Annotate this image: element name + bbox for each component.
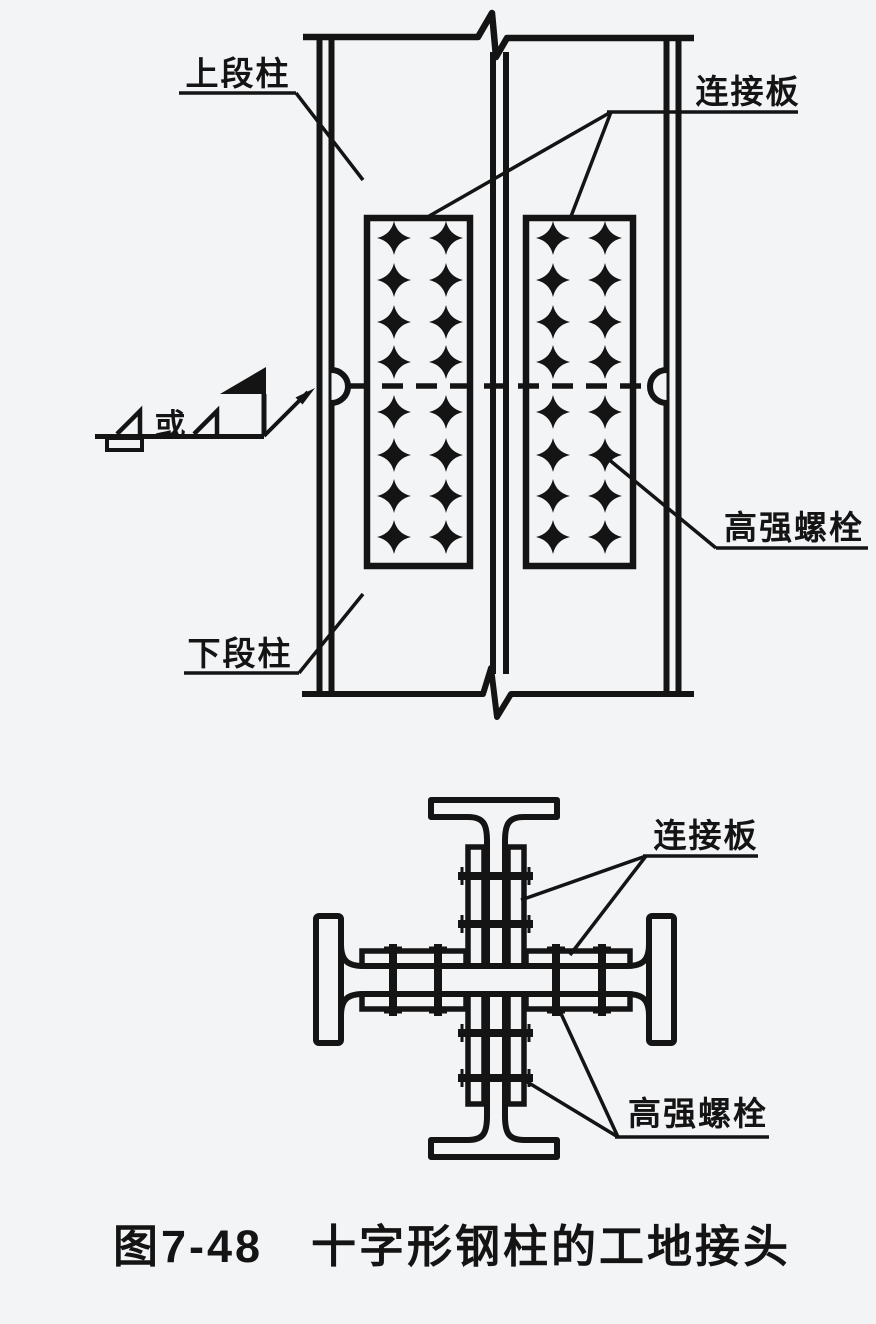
field-weld-flag-icon [220,367,266,394]
label-connecting-plate-section: 连接板 [520,817,759,957]
leader-line [423,110,612,221]
bolt-group-section [389,872,606,1082]
high-strength-bolt-label: 高强螺栓 [724,509,864,546]
plate-bottom-right [505,991,527,1107]
weld-access-hole-left [331,367,351,406]
leader-line [294,91,365,182]
section-right-flange [646,913,677,1046]
label-connecting-plate-elevation: 连接板 [423,73,801,221]
plate-right-arm-bottom [523,991,633,1012]
weld-symbol: 或 [95,367,315,452]
leader-line [297,592,365,675]
label-high-strength-bolt-section: 高强螺栓 [523,1004,769,1139]
lower-column-label: 下段柱 [188,635,293,672]
leader-line [555,1004,620,1138]
leader-line [523,1078,619,1139]
bevel-weld-symbol-right-icon [192,405,220,436]
splice-plate-right [522,214,637,570]
connecting-plate-label: 连接板 [654,817,759,854]
column-top-edge-with-break [303,9,694,61]
plate-left-arm-top [359,948,469,969]
weld-access-hole-right [647,367,667,406]
plate-left-arm-bottom [359,991,469,1012]
plate-top-left [465,844,487,969]
section-view: 连接板 高强螺栓 [313,797,769,1160]
plate-bottom-left [465,991,487,1107]
upper-column-label: 上段柱 [186,55,291,92]
high-strength-bolt-label: 高强螺栓 [628,1095,768,1132]
top-tee-outline [428,797,560,969]
elevation-view: 或 上段柱 连接板 高强螺栓 下段柱 [95,9,868,720]
backing-plate-symbol-icon [105,436,144,452]
weld-arrowhead-icon [295,388,315,405]
leader-line [568,111,613,220]
label-lower-column: 下段柱 [184,592,365,675]
section-left-flange [313,913,344,1046]
leader-line [605,456,718,550]
bevel-weld-symbol-left-icon [115,405,143,436]
connecting-plate-label: 连接板 [696,73,801,110]
column-bottom-edge-with-break [302,665,694,720]
leader-line [568,854,648,957]
leader-line [520,854,647,902]
splice-plate-left [363,214,474,570]
section-web-top-line [338,943,652,969]
label-upper-column: 上段柱 [179,55,365,182]
weld-or-label: 或 [155,408,186,443]
section-web-bottom-line [338,991,652,1017]
bolt-end-ticks [384,867,611,1087]
plate-right-arm-top [523,948,633,969]
label-high-strength-bolt-elevation: 高强螺栓 [605,456,868,550]
plate-top-right [505,844,527,969]
figure-caption: 图7-48 十字形钢柱的工地接头 [113,1221,791,1272]
